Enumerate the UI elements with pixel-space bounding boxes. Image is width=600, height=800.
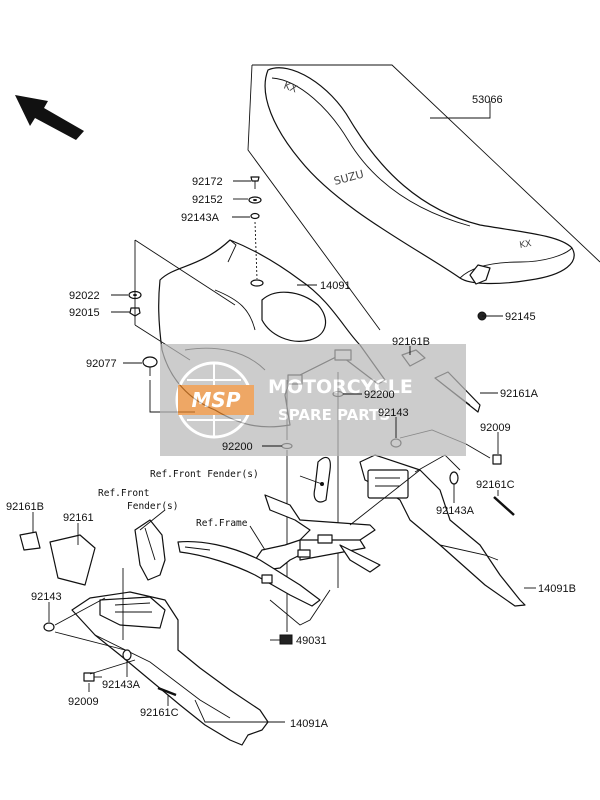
label-92161C-right: 92161C (476, 479, 515, 491)
label-92161A: 92161A (500, 388, 539, 400)
label-53066: 53066 (472, 94, 503, 106)
label-92143A-mid: 92143A (436, 505, 475, 517)
pad-92161 (49, 534, 96, 586)
seat-hook (469, 264, 491, 321)
svg-text:KX: KX (519, 239, 533, 251)
label-92015: 92015 (69, 307, 100, 319)
label-14091B: 14091B (538, 583, 576, 595)
label-14091: 14091 (320, 280, 351, 292)
frame-bracket (254, 494, 381, 573)
frame-tube-ref (177, 541, 321, 607)
washer-92143A-top (250, 212, 260, 220)
washer-92143A-mid (449, 471, 459, 485)
seat-53066: KX SUZU KX (264, 67, 575, 285)
watermark: MSP MOTORCYCLE SPARE PARTS (160, 344, 466, 456)
label-92200-b: 92200 (222, 441, 253, 453)
label-92143-left: 92143 (31, 591, 62, 603)
bolt-92172 (250, 176, 260, 189)
front-direction-arrow-icon (15, 95, 84, 140)
label-92143A-bottom: 92143A (102, 679, 141, 691)
label-92022: 92022 (69, 290, 100, 302)
bolt-92009-left (83, 672, 102, 682)
clip-92161C-left (157, 686, 177, 697)
watermark-subtitle: SPARE PARTS (278, 406, 390, 424)
label-92145: 92145 (505, 311, 536, 323)
label-92161B-right: 92161B (392, 336, 430, 348)
ref-front-fender-left-line2: Fender(s) (127, 501, 178, 512)
front-fender-ref-center (313, 456, 331, 503)
label-92161: 92161 (63, 512, 94, 524)
grommet-14091-top (250, 279, 264, 287)
washer-92143A-bottom (122, 649, 132, 661)
watermark-title: MOTORCYCLE (268, 376, 413, 398)
label-14091A: 14091A (290, 718, 329, 730)
watermark-logo: MSP (192, 388, 241, 412)
ref-frame: Ref.Frame (196, 518, 248, 529)
label-49031: 49031 (296, 635, 327, 647)
label-92200-a: 92200 (364, 389, 395, 401)
label-92077: 92077 (86, 358, 117, 370)
bolt-92009-right (492, 454, 502, 465)
ref-front-fender-left-line1: Ref.Front (98, 488, 149, 499)
watermark-logo-box (178, 385, 254, 415)
label-92161C-left: 92161C (140, 707, 179, 719)
side-cover-14091A (71, 591, 269, 746)
washer-92143-left (43, 622, 55, 632)
label-92172: 92172 (192, 176, 223, 188)
label-92143-mid: 92143 (378, 407, 409, 419)
label-92009-left: 92009 (68, 696, 99, 708)
clip-92161C-right (493, 496, 515, 516)
rivet-92077 (142, 356, 158, 376)
front-fender-ref-left (134, 519, 166, 581)
clip-49031 (279, 634, 293, 645)
label-92161B-left: 92161B (6, 501, 44, 513)
pad-92161B-left (19, 531, 41, 551)
label-92143A-top: 92143A (181, 212, 220, 224)
svg-text:KX: KX (282, 80, 299, 95)
label-92152: 92152 (192, 194, 223, 206)
ref-front-fender-mid: Ref.Front Fender(s) (150, 469, 259, 480)
label-92009-right: 92009 (480, 422, 511, 434)
side-cover-14091B (359, 454, 526, 607)
